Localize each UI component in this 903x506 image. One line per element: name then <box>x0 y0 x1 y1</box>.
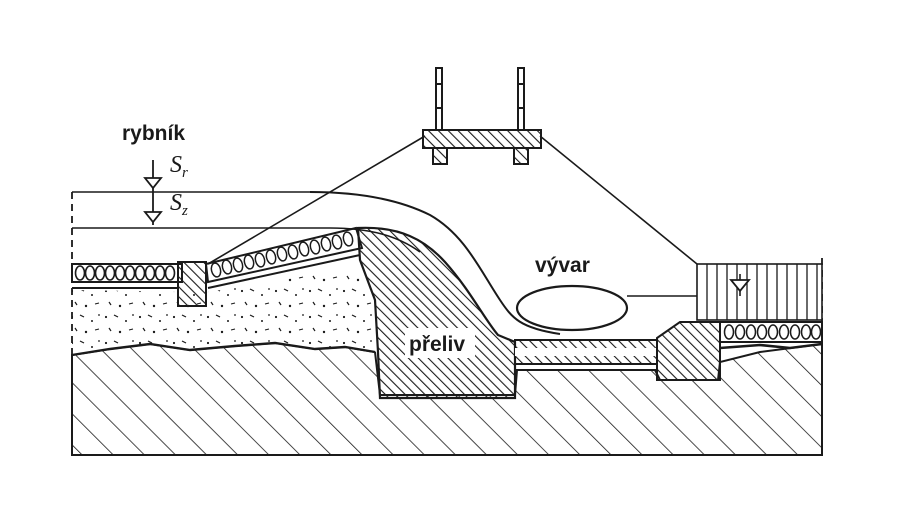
bridge <box>207 67 698 265</box>
water-level-marker-icon <box>729 274 751 296</box>
flow-surface <box>309 191 561 335</box>
label-level-r: Sr <box>170 152 188 181</box>
sloped-riprap <box>204 226 364 289</box>
label-spillway: přeliv <box>409 333 465 356</box>
stilling-basin-jet <box>515 284 697 332</box>
left-riprap <box>71 263 183 289</box>
label-pond: rybník <box>122 122 185 145</box>
end-sill-block <box>656 321 721 381</box>
spillway-body <box>356 226 517 400</box>
left-toe-block <box>177 261 207 307</box>
water-level-marker-icon <box>143 211 163 224</box>
label-level-z: Sz <box>170 190 188 219</box>
label-stilling-basin: vývar <box>535 254 590 277</box>
fill-soil <box>71 258 378 357</box>
pond-water <box>71 191 823 456</box>
right-riprap <box>696 263 823 350</box>
apron <box>514 339 658 371</box>
